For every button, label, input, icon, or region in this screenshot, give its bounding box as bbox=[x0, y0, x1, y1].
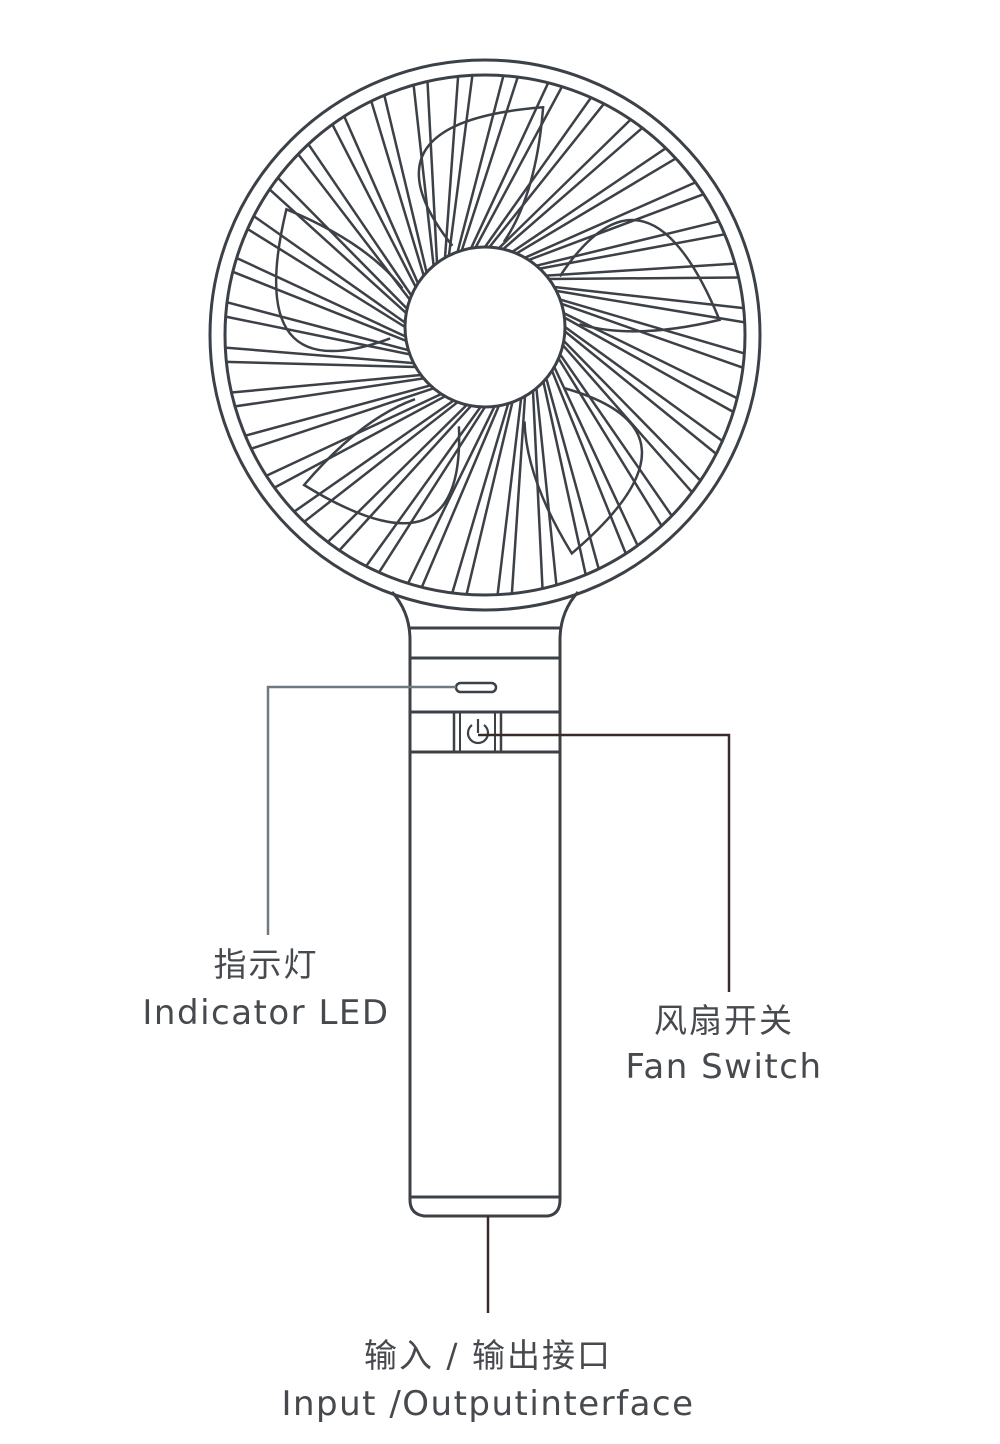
switch-label-cn: 风扇开关 bbox=[654, 1001, 794, 1040]
grille-spoke bbox=[244, 384, 431, 437]
grille-spoke bbox=[561, 302, 744, 369]
grille-spoke bbox=[268, 188, 408, 315]
grille-spoke bbox=[383, 95, 428, 273]
port-label-en: Input /Outputinterface bbox=[281, 1384, 694, 1424]
grille-spoke bbox=[561, 344, 694, 494]
grille-spoke bbox=[443, 76, 460, 258]
grille-spoke bbox=[326, 404, 468, 543]
grille-spoke bbox=[365, 406, 482, 567]
indicator-led bbox=[454, 681, 498, 694]
fan-inner-ring bbox=[223, 73, 747, 597]
grille-spoke bbox=[420, 405, 501, 588]
fan-neck bbox=[390, 590, 580, 1218]
grille-spoke bbox=[564, 325, 724, 443]
indicator-label-cn: 指示灯 bbox=[214, 945, 319, 984]
grille-spoke bbox=[474, 86, 564, 249]
grille-spoke bbox=[370, 100, 425, 276]
grille-spoke bbox=[531, 390, 544, 589]
grille-spoke bbox=[554, 285, 744, 310]
grille-spoke bbox=[331, 123, 417, 288]
grille-spoke bbox=[460, 76, 519, 251]
grille-spoke bbox=[253, 215, 406, 324]
switch-label-en: Fan Switch bbox=[625, 1047, 822, 1087]
grille-spoke bbox=[225, 315, 411, 356]
grille-spoke bbox=[412, 84, 435, 266]
fan-blade bbox=[523, 386, 644, 556]
grille-spoke bbox=[250, 387, 434, 450]
grille-spoke bbox=[265, 392, 442, 477]
fan-blade bbox=[274, 207, 404, 353]
grille-spoke bbox=[293, 399, 455, 513]
grille-spoke bbox=[232, 270, 407, 343]
grille-spoke bbox=[559, 353, 673, 517]
switch-frame-inner bbox=[459, 711, 496, 753]
grille-spoke bbox=[226, 301, 409, 352]
grille-spoke bbox=[546, 262, 736, 277]
grille-spoke bbox=[536, 220, 720, 267]
grille-spoke bbox=[231, 373, 422, 394]
grille-spoke bbox=[515, 157, 677, 255]
grille-spoke bbox=[236, 256, 407, 338]
grille-spoke bbox=[553, 366, 639, 547]
fan-grille-icon bbox=[225, 75, 745, 595]
grille-spoke bbox=[234, 377, 424, 408]
power-icon bbox=[466, 719, 490, 745]
grille-spoke bbox=[524, 181, 697, 259]
fan-blade bbox=[558, 218, 722, 333]
grille-spoke bbox=[426, 81, 439, 264]
grille-spoke bbox=[465, 401, 514, 595]
grille-spoke bbox=[246, 227, 406, 329]
grille-spoke bbox=[548, 276, 739, 281]
grille-spoke bbox=[528, 193, 705, 262]
grille-spoke bbox=[338, 404, 473, 552]
grille-spoke bbox=[225, 346, 414, 365]
fan-switch-button bbox=[452, 710, 503, 754]
grille-spoke bbox=[483, 96, 593, 248]
grille-spoke bbox=[451, 403, 510, 594]
fan-handle bbox=[390, 590, 580, 1218]
grille-spoke bbox=[539, 233, 725, 270]
switch-leader-line bbox=[478, 733, 731, 992]
grille-spoke bbox=[502, 126, 644, 251]
grille-spoke bbox=[563, 311, 738, 400]
grille-spoke bbox=[469, 82, 550, 249]
fan-outer-ring bbox=[208, 58, 762, 612]
grille-spoke bbox=[447, 75, 474, 256]
grille-spoke bbox=[545, 378, 600, 570]
fan-blade bbox=[417, 105, 545, 247]
port-label-cn: 输入 / 输出接口 bbox=[364, 1336, 612, 1375]
grille-spoke bbox=[297, 153, 411, 301]
grille-spoke bbox=[559, 298, 745, 355]
grille-spoke bbox=[496, 398, 523, 595]
grille-spoke bbox=[556, 289, 745, 324]
grille-spoke bbox=[498, 118, 632, 250]
grille-spoke bbox=[303, 401, 459, 523]
grille-spoke bbox=[550, 370, 627, 555]
grille-spoke bbox=[377, 406, 487, 574]
indicator-leader-line bbox=[266, 685, 456, 935]
grille-spoke bbox=[406, 405, 496, 584]
grille-spoke bbox=[273, 395, 446, 489]
grille-spoke bbox=[343, 115, 420, 284]
grille-spoke bbox=[563, 316, 735, 414]
grille-spoke bbox=[535, 388, 558, 586]
grille-spoke bbox=[456, 75, 505, 253]
grille-spoke bbox=[307, 143, 413, 297]
grille-spoke bbox=[542, 381, 587, 575]
fan-hub bbox=[403, 245, 567, 409]
grille-spoke bbox=[277, 176, 408, 310]
grille-spoke bbox=[562, 340, 702, 482]
grille-spoke bbox=[226, 360, 416, 369]
grille-spoke bbox=[564, 330, 717, 455]
grille-spoke bbox=[488, 103, 605, 248]
grille-spoke bbox=[557, 357, 663, 527]
grille-spoke bbox=[511, 147, 667, 253]
grille-spoke bbox=[510, 396, 527, 594]
fan-head bbox=[208, 58, 762, 612]
indicator-label-en: Indicator LED bbox=[142, 993, 389, 1033]
